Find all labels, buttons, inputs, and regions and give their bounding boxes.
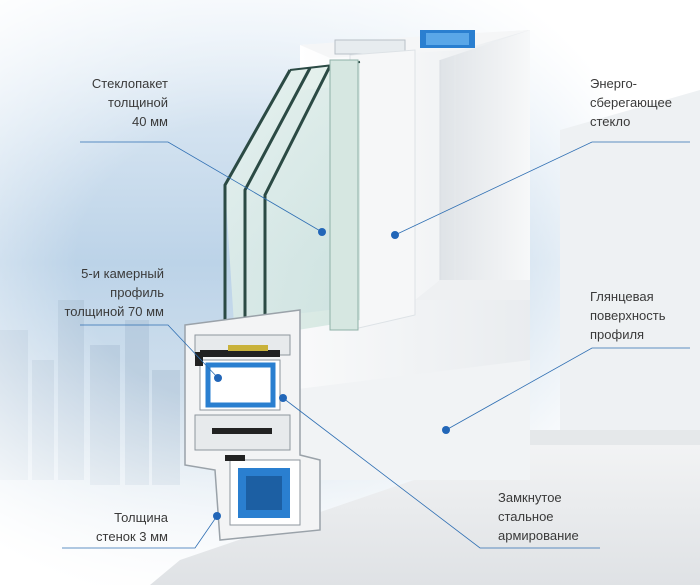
callout-line: Глянцевая [590,289,654,304]
callout-line: 40 мм [132,114,168,129]
callout-line: стальное [498,509,554,524]
callout-line: Энерго- [590,76,637,91]
callout-wall-thickness: Толщина стенок 3 мм [96,508,168,546]
callout-line: стенок 3 мм [96,529,168,544]
callout-glossy: Глянцевая поверхность профиля [590,287,665,344]
window-sill [150,430,700,585]
callout-line: толщиной [108,95,168,110]
callout-line: 5-и камерный [81,266,164,281]
callout-line: поверхность [590,308,666,323]
callout-line: армирование [498,528,579,543]
callout-glass-unit: Стеклопакет толщиной 40 мм [92,74,168,131]
callout-line: профиля [590,327,645,342]
steel-reinforcement-upper [205,362,276,408]
callout-line: толщиной 70 мм [64,304,164,319]
callout-steel-reinforcement: Замкнутое стальное армирование [498,488,579,545]
callout-line: Толщина [114,510,168,525]
profile-cross-section [184,309,321,541]
callout-line: Замкнутое [498,490,562,505]
callout-line: стекло [590,114,631,129]
leader-dots [213,228,450,520]
callout-profile: 5-и камерный профиль толщиной 70 мм [64,264,164,321]
callout-line: сберегающее [590,95,672,110]
seal-bottom [212,428,272,434]
seal-top [200,350,280,357]
callout-line: профиль [110,285,164,300]
callout-energy-glass: Энерго- сберегающее стекло [590,74,672,131]
callout-line: Стеклопакет [91,76,168,91]
glass-unit [223,59,361,340]
leader-lines [62,141,690,549]
